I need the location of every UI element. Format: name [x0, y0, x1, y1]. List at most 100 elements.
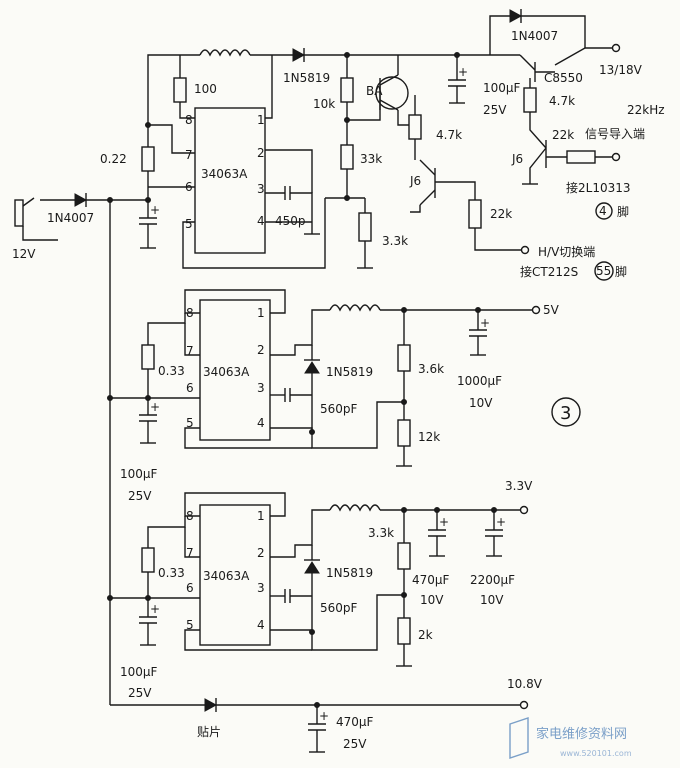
label-3-3k-top: 3.3k [382, 234, 408, 248]
diode-1n5819-bot [304, 561, 320, 574]
label-j6-b: J6 [511, 152, 523, 166]
svg-text:3: 3 [257, 381, 265, 395]
ic-34063a-top [194, 107, 266, 254]
svg-text:1: 1 [257, 306, 265, 320]
svg-text:4: 4 [257, 618, 265, 632]
svg-text:+: + [150, 400, 160, 414]
label-pin-55: 55 [596, 264, 611, 278]
svg-text:+: + [496, 515, 506, 529]
label-22k-a: 22k [490, 207, 512, 221]
pin-5: 5 [185, 217, 193, 231]
circle-4 [595, 202, 613, 220]
label-j6-a: J6 [409, 174, 421, 188]
label-25v-rail: 25V [343, 737, 367, 751]
label-jiao-a: 脚 [617, 204, 629, 219]
label-tiepian: 贴片 [197, 725, 221, 739]
label-0-33-bot: 0.33 [158, 566, 185, 580]
svg-text:+: + [150, 602, 160, 616]
svg-text:+: + [439, 515, 449, 529]
label-100: 100 [194, 82, 217, 96]
label-12k: 12k [418, 430, 440, 444]
ic-34063a-bot [199, 504, 271, 646]
label-0-22: 0.22 [100, 152, 127, 166]
label-4-7k-a: 4.7k [436, 128, 462, 142]
circle-55 [594, 261, 614, 281]
label-10k: 10k [313, 97, 335, 111]
diode-1n4007-top [509, 9, 523, 23]
label-1000uf: 1000μF [457, 374, 502, 388]
resistor-3-6k [397, 344, 411, 372]
label-470uf-rail: 470μF [336, 715, 374, 729]
label-25v-top: 25V [483, 103, 507, 117]
svg-text:7: 7 [186, 546, 194, 560]
resistor-3-3k-bot [397, 542, 411, 570]
label-560pf-mid: 560pF [320, 402, 358, 416]
label-jiao-b: 脚 [615, 264, 627, 279]
label-10v-mid: 10V [469, 396, 493, 410]
resistor-3-3k-top [358, 212, 372, 242]
bottom-converter: 34063A 8 1 7 2 6 3 5 4 0.33 + 100μF 25V … [107, 479, 533, 700]
svg-text:3: 3 [257, 581, 265, 595]
label-signal-in: 信号导入端 [585, 127, 645, 141]
rail-10-8v: 10.8V 贴片 + 470μF 25V [109, 200, 543, 753]
svg-text:5: 5 [186, 618, 194, 632]
label-5v: 5V [543, 303, 560, 317]
label-2k: 2k [418, 628, 433, 642]
svg-text:2: 2 [257, 343, 265, 357]
watermark-text: 家电维修资料网 [536, 726, 627, 742]
label-12v: 12V [12, 247, 36, 261]
ic-label-bot: 34063A [203, 569, 250, 583]
label-c8550: C8550 [544, 71, 583, 85]
pin-3: 3 [257, 182, 265, 196]
inductor-bot [329, 504, 381, 512]
svg-text:7: 7 [186, 344, 194, 358]
label-3-6k: 3.6k [418, 362, 444, 376]
diode-1n5819-top [292, 48, 306, 62]
diode-1n5819-mid [304, 361, 320, 374]
label-10v-bot-b: 10V [480, 593, 504, 607]
mid-converter: 34063A 8 1 7 2 6 3 5 4 0.33 + 100μF 25V … [107, 289, 581, 503]
input-jack [14, 199, 24, 227]
resistor-22k-a [468, 199, 482, 229]
label-ct212s: 接CT212S [520, 264, 578, 279]
label-ba: BA [366, 84, 383, 98]
label-25v-bot: 25V [128, 686, 152, 700]
resistor-2k [397, 617, 411, 645]
label-2l10313: 接2L10313 [566, 180, 631, 195]
label-2200uf: 2200μF [470, 573, 515, 587]
pin-8: 8 [185, 113, 193, 127]
ic-label-top: 34063A [201, 167, 248, 181]
label-3-3v: 3.3V [505, 479, 533, 493]
label-1n5819-bot: 1N5819 [326, 566, 373, 580]
svg-text:4: 4 [257, 416, 265, 430]
inductor-mid [329, 304, 381, 312]
resistor-4-7k-a [408, 114, 422, 140]
label-450p: 450p [275, 214, 306, 228]
diode-tiepian [204, 698, 218, 712]
watermark-url: www.520101.com [560, 749, 632, 758]
svg-text:+: + [150, 203, 160, 217]
pin-2: 2 [257, 146, 265, 160]
label-33k: 33k [360, 152, 382, 166]
resistor-22k-b [566, 150, 596, 164]
svg-text:+: + [480, 316, 490, 330]
resistor-0-33-bot [141, 547, 155, 573]
top-converter: 34063A 8 1 7 2 6 3 5 4 1N5819 100 0.22 [12, 9, 665, 281]
label-1n5819-top: 1N5819 [283, 71, 330, 85]
label-100uf-bot: 100μF [120, 665, 158, 679]
label-25v-mid: 25V [128, 489, 152, 503]
inductor-top [199, 49, 251, 57]
svg-text:1: 1 [257, 509, 265, 523]
resistor-0-33-mid [141, 344, 155, 370]
svg-text:+: + [458, 65, 468, 79]
resistor-33k [340, 144, 354, 170]
label-100uf-top: 100μF [483, 81, 521, 95]
pin-7: 7 [185, 148, 193, 162]
svg-text:5: 5 [186, 416, 194, 430]
figure-number-circle [551, 397, 581, 427]
label-13-18v: 13/18V [599, 63, 643, 77]
watermark: 家电维修资料网 www.520101.com [509, 717, 632, 759]
svg-text:+: + [319, 709, 329, 723]
book-icon [509, 717, 529, 759]
label-100uf-mid: 100μF [120, 467, 158, 481]
